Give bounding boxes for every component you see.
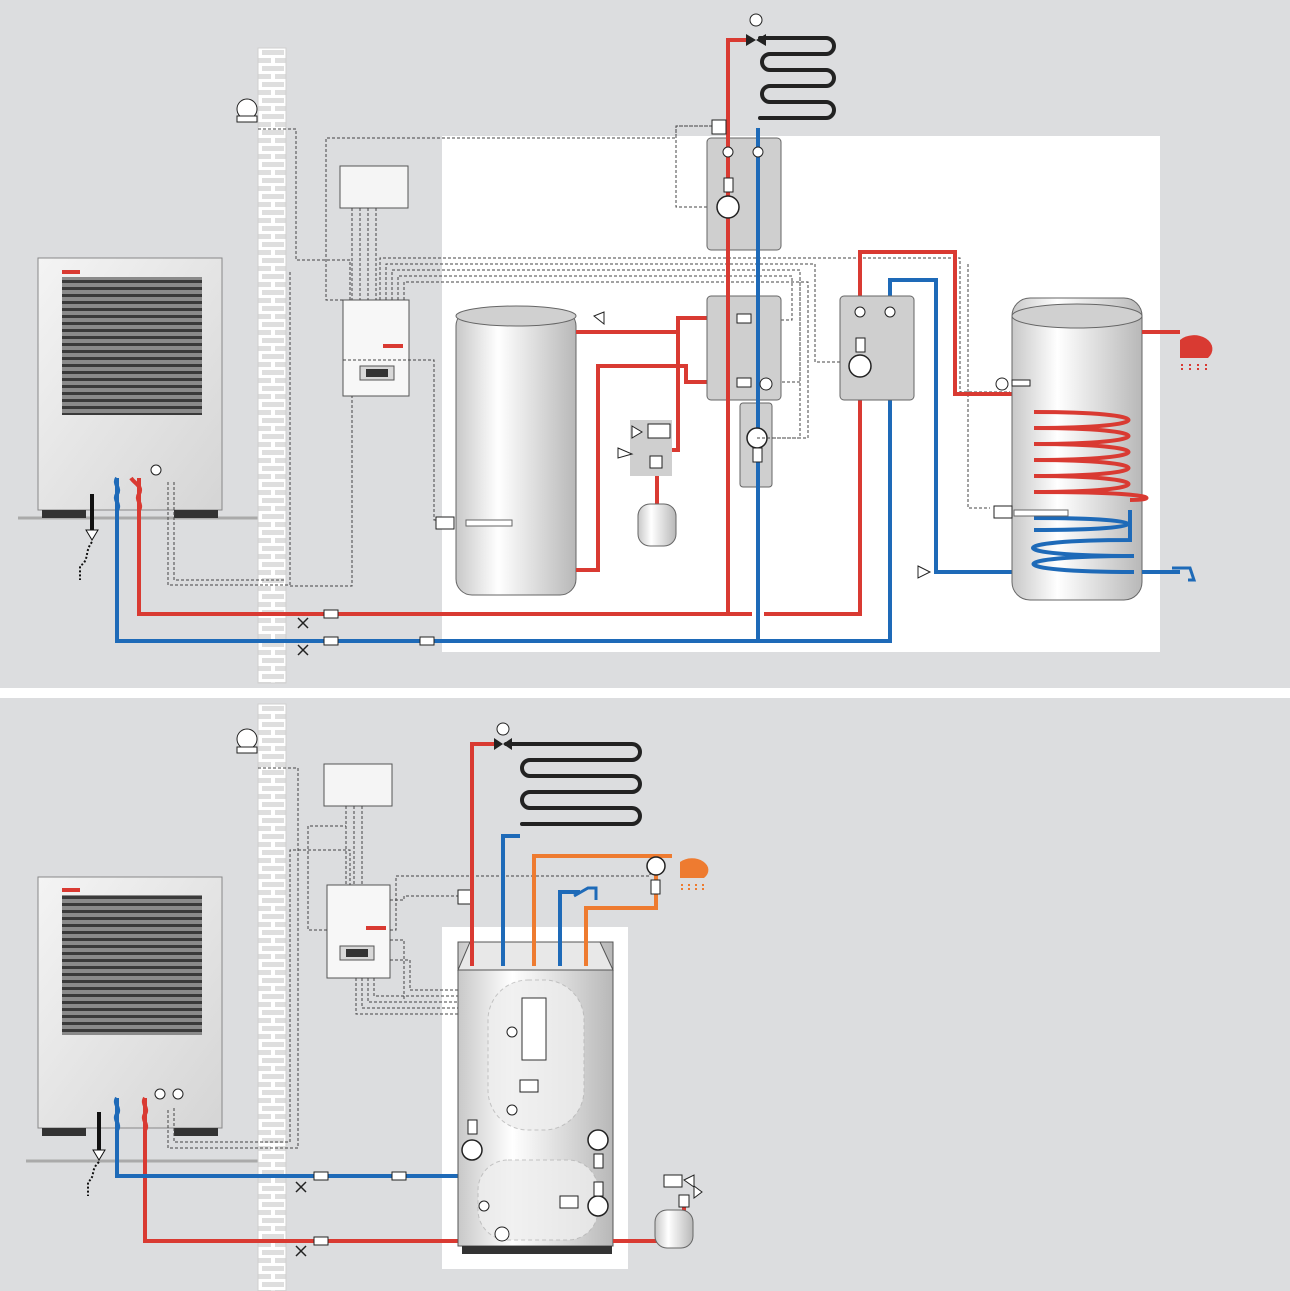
supply-line-main: [137, 478, 752, 616]
dhw-circulation-pump-icon: [646, 856, 666, 895]
hot-water-line: [532, 854, 672, 966]
diagram-1: [0, 0, 1290, 688]
control-wiring: [167, 125, 1010, 587]
compact-tower-unit: [457, 941, 614, 1254]
check-valve-icon: [723, 177, 866, 463]
shower-icon-2: [680, 858, 709, 890]
sensor-box-icon-2: [457, 889, 473, 905]
brick-wall: [257, 47, 287, 684]
brick-wall-2: [257, 703, 287, 1291]
return-flex-hose-2: [113, 1096, 121, 1132]
pump-group-floor: [706, 137, 782, 251]
heat-pump-manager-2: [326, 884, 391, 979]
buffer-return-line: [576, 364, 737, 572]
tap-icon: [1172, 566, 1197, 582]
sensor-box-icon: [711, 119, 727, 135]
outdoor-sensor-icon: [236, 98, 258, 123]
cold-water-line: [558, 890, 580, 966]
supply-line-dhw: [764, 250, 1012, 616]
control-wiring-2: [167, 767, 651, 1149]
room-control-unit: [339, 165, 409, 209]
pump-group-buffer: [706, 295, 782, 401]
mixing-valve-icon-2: [494, 722, 512, 750]
expansion-vessel: [637, 503, 677, 547]
supply-flex-hose: [129, 476, 143, 512]
bypass-wiring: [757, 276, 801, 439]
floor-return-line-2: [501, 834, 520, 966]
floor-heating-coil: [758, 36, 836, 120]
safety-valve-dhw-icon: [917, 565, 932, 579]
heat-pump-unit-2: [37, 876, 223, 1136]
thermometer-icon: [722, 146, 1009, 391]
floor-supply-line-2: [470, 742, 498, 966]
outdoor-sensor-icon-2: [236, 728, 258, 754]
floor-heating-coil-2: [504, 742, 642, 826]
shower-icon: [1180, 335, 1213, 372]
heat-pump-manager: [342, 299, 410, 397]
return-line-main: [115, 278, 1012, 643]
safety-valve-icon: [593, 311, 605, 326]
valve-icon-2: [295, 1171, 407, 1257]
floor-supply-line: [726, 38, 752, 614]
safety-group-2: [663, 1174, 703, 1208]
buffer-tank: [435, 305, 577, 596]
pump-group-dhw: [839, 295, 915, 401]
valve-icon: [297, 609, 435, 656]
dhw-tank: [993, 297, 1149, 601]
mixing-valve-icon: [746, 13, 766, 46]
safety-group: [617, 420, 672, 476]
supply-flex-hose-2: [141, 1096, 149, 1132]
panel-divider: [0, 688, 1290, 698]
condensate-drain-icon-2: [87, 1112, 106, 1196]
temperature-sensor-icon: [150, 464, 162, 476]
room-control-unit-2: [323, 763, 393, 807]
diagram-2: [0, 698, 1290, 1291]
expansion-vessel-2: [654, 1209, 694, 1249]
condensate-drain-icon: [79, 494, 99, 580]
return-flex-hose: [113, 476, 121, 512]
heat-pump-unit: [37, 257, 223, 518]
tap-icon-2: [573, 886, 598, 900]
supply-line-2: [143, 1098, 458, 1243]
